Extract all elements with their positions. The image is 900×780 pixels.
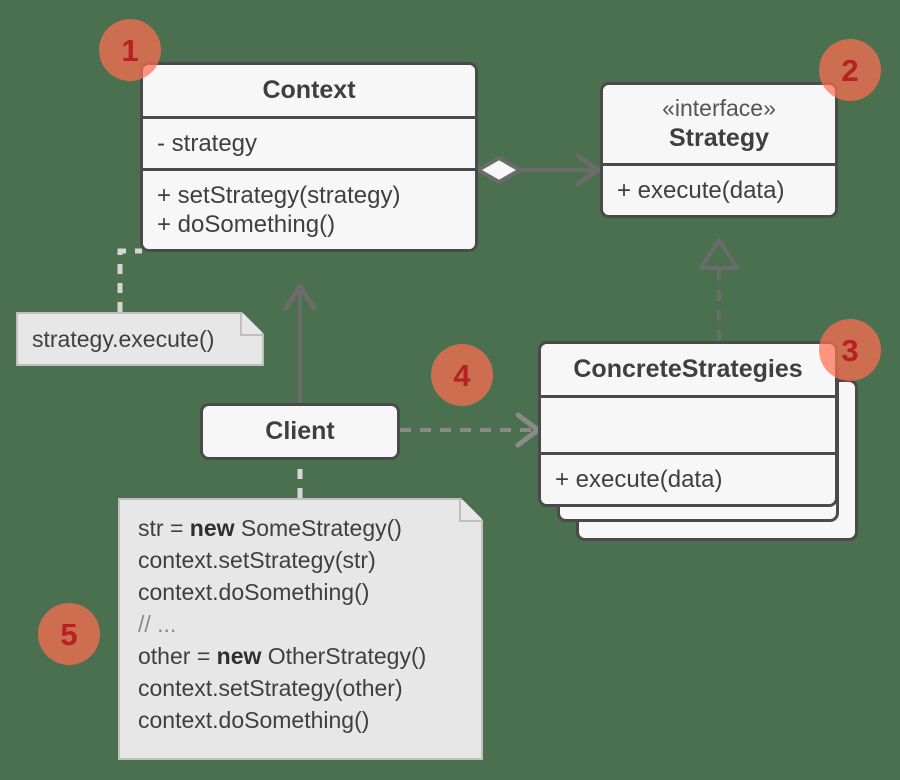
note-strategy-execute-text: strategy.execute() [32,325,215,352]
class-methods-strategy: + execute(data) [603,162,835,215]
stereotype-interface: «interface» [662,95,776,121]
class-box-strategy[interactable]: «interface» Strategy + execute(data) [600,82,838,218]
class-fields-concrete-strategies [541,394,835,452]
class-title-strategy: Strategy [668,123,770,152]
step-badge-3[interactable]: 3 [819,319,881,381]
step-badge-5[interactable]: 5 [38,603,100,665]
code-line-5: other = new OtherStrategy() [138,643,427,669]
class-methods-context: + setStrategy(strategy) + doSomething() [143,167,475,250]
note-fold-edge-icon [240,312,264,336]
relation-concrete-strategy [699,238,739,341]
note-fold-edge-icon [459,498,483,522]
step-badge-1[interactable]: 1 [99,19,161,81]
field-strategy: - strategy [157,129,258,157]
class-box-context[interactable]: Context - strategy + setStrategy(strateg… [140,62,478,253]
note-fold-corner-icon [461,498,483,520]
note-strategy-execute[interactable]: strategy.execute() [16,312,264,366]
class-title-client: Client [203,406,397,457]
relation-context-strategy [476,153,601,187]
step-badge-4[interactable]: 4 [431,344,493,406]
note-client-code-sample[interactable]: str = new SomeStrategy() context.setStrat… [118,498,483,760]
code-line-4: // ... [138,611,177,637]
class-box-client[interactable]: Client [200,403,400,460]
note-anchor-execute [117,248,142,312]
step-badge-2[interactable]: 2 [819,39,881,101]
relation-client-concrete [400,412,541,448]
code-line-7: context.doSomething() [138,707,370,733]
class-box-concrete-strategies-stack[interactable]: ConcreteStrategies + execute(data) [538,341,858,541]
method-execute-concrete: + execute(data) [555,465,723,493]
code-line-6: context.setStrategy(other) [138,675,403,701]
code-line-3: context.doSomething() [138,579,370,605]
class-box-concrete-strategies[interactable]: ConcreteStrategies + execute(data) [538,341,838,507]
note-fold-corner-icon [242,312,264,334]
class-methods-concrete-strategies: + execute(data) [541,451,835,504]
method-execute-strategy: + execute(data) [617,176,785,204]
code-line-2: context.setStrategy(str) [138,547,376,573]
code-line-1: str = new SomeStrategy() [138,515,402,541]
class-title-concrete-strategies: ConcreteStrategies [541,344,835,395]
code-sample-lines: str = new SomeStrategy() context.setStrat… [138,512,467,736]
method-do-something: + doSomething() [157,211,336,239]
class-fields-context: - strategy [143,115,475,168]
method-set-strategy: + setStrategy(strategy) [157,181,401,209]
class-title-context: Context [143,65,475,116]
class-header-strategy: «interface» Strategy [603,85,835,163]
relation-client-context [283,283,317,403]
